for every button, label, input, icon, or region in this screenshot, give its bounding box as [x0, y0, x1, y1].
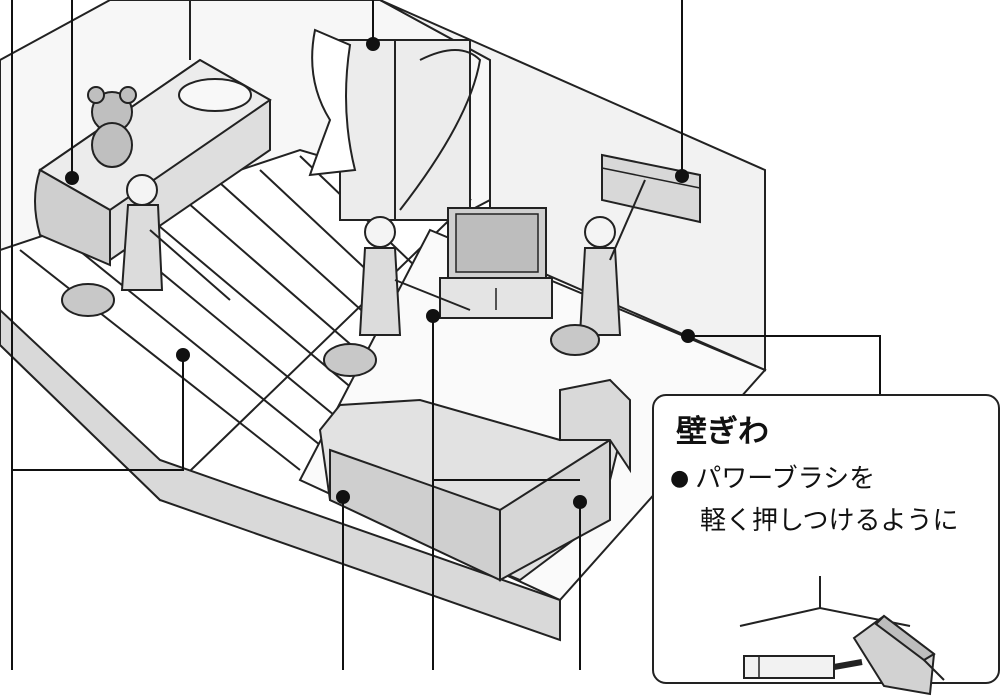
pillow-icon: [178, 78, 252, 112]
callout-title: 壁ぎわ: [676, 414, 769, 450]
bed: [34, 58, 272, 267]
wall-edge-callout: 壁ぎわ ●パワーブラシを 軽く押しつけるように: [652, 394, 1000, 696]
girl-figure-icon: [120, 174, 646, 336]
curtain-icon: [308, 28, 482, 221]
teddy-bear-icon: [87, 86, 137, 168]
callout-instruction-text1: パワーブラシを: [695, 464, 876, 494]
callout-instruction-line2: 軽く押しつけるように: [700, 506, 959, 536]
callout-dots: [65, 37, 695, 509]
room-illustration: [0, 0, 881, 670]
bullet-icon: ●: [670, 466, 690, 491]
leader-lines: [11, 0, 881, 670]
vacuum-cleaner-icon: [61, 283, 600, 377]
tv-icon: [439, 207, 553, 319]
callout-instruction-line1: ●パワーブラシを: [670, 458, 875, 495]
power-brush-icon: [739, 576, 945, 696]
sofa-icon: [318, 378, 631, 582]
air-conditioner-icon: [601, 153, 701, 224]
back-wall: [379, 0, 766, 372]
